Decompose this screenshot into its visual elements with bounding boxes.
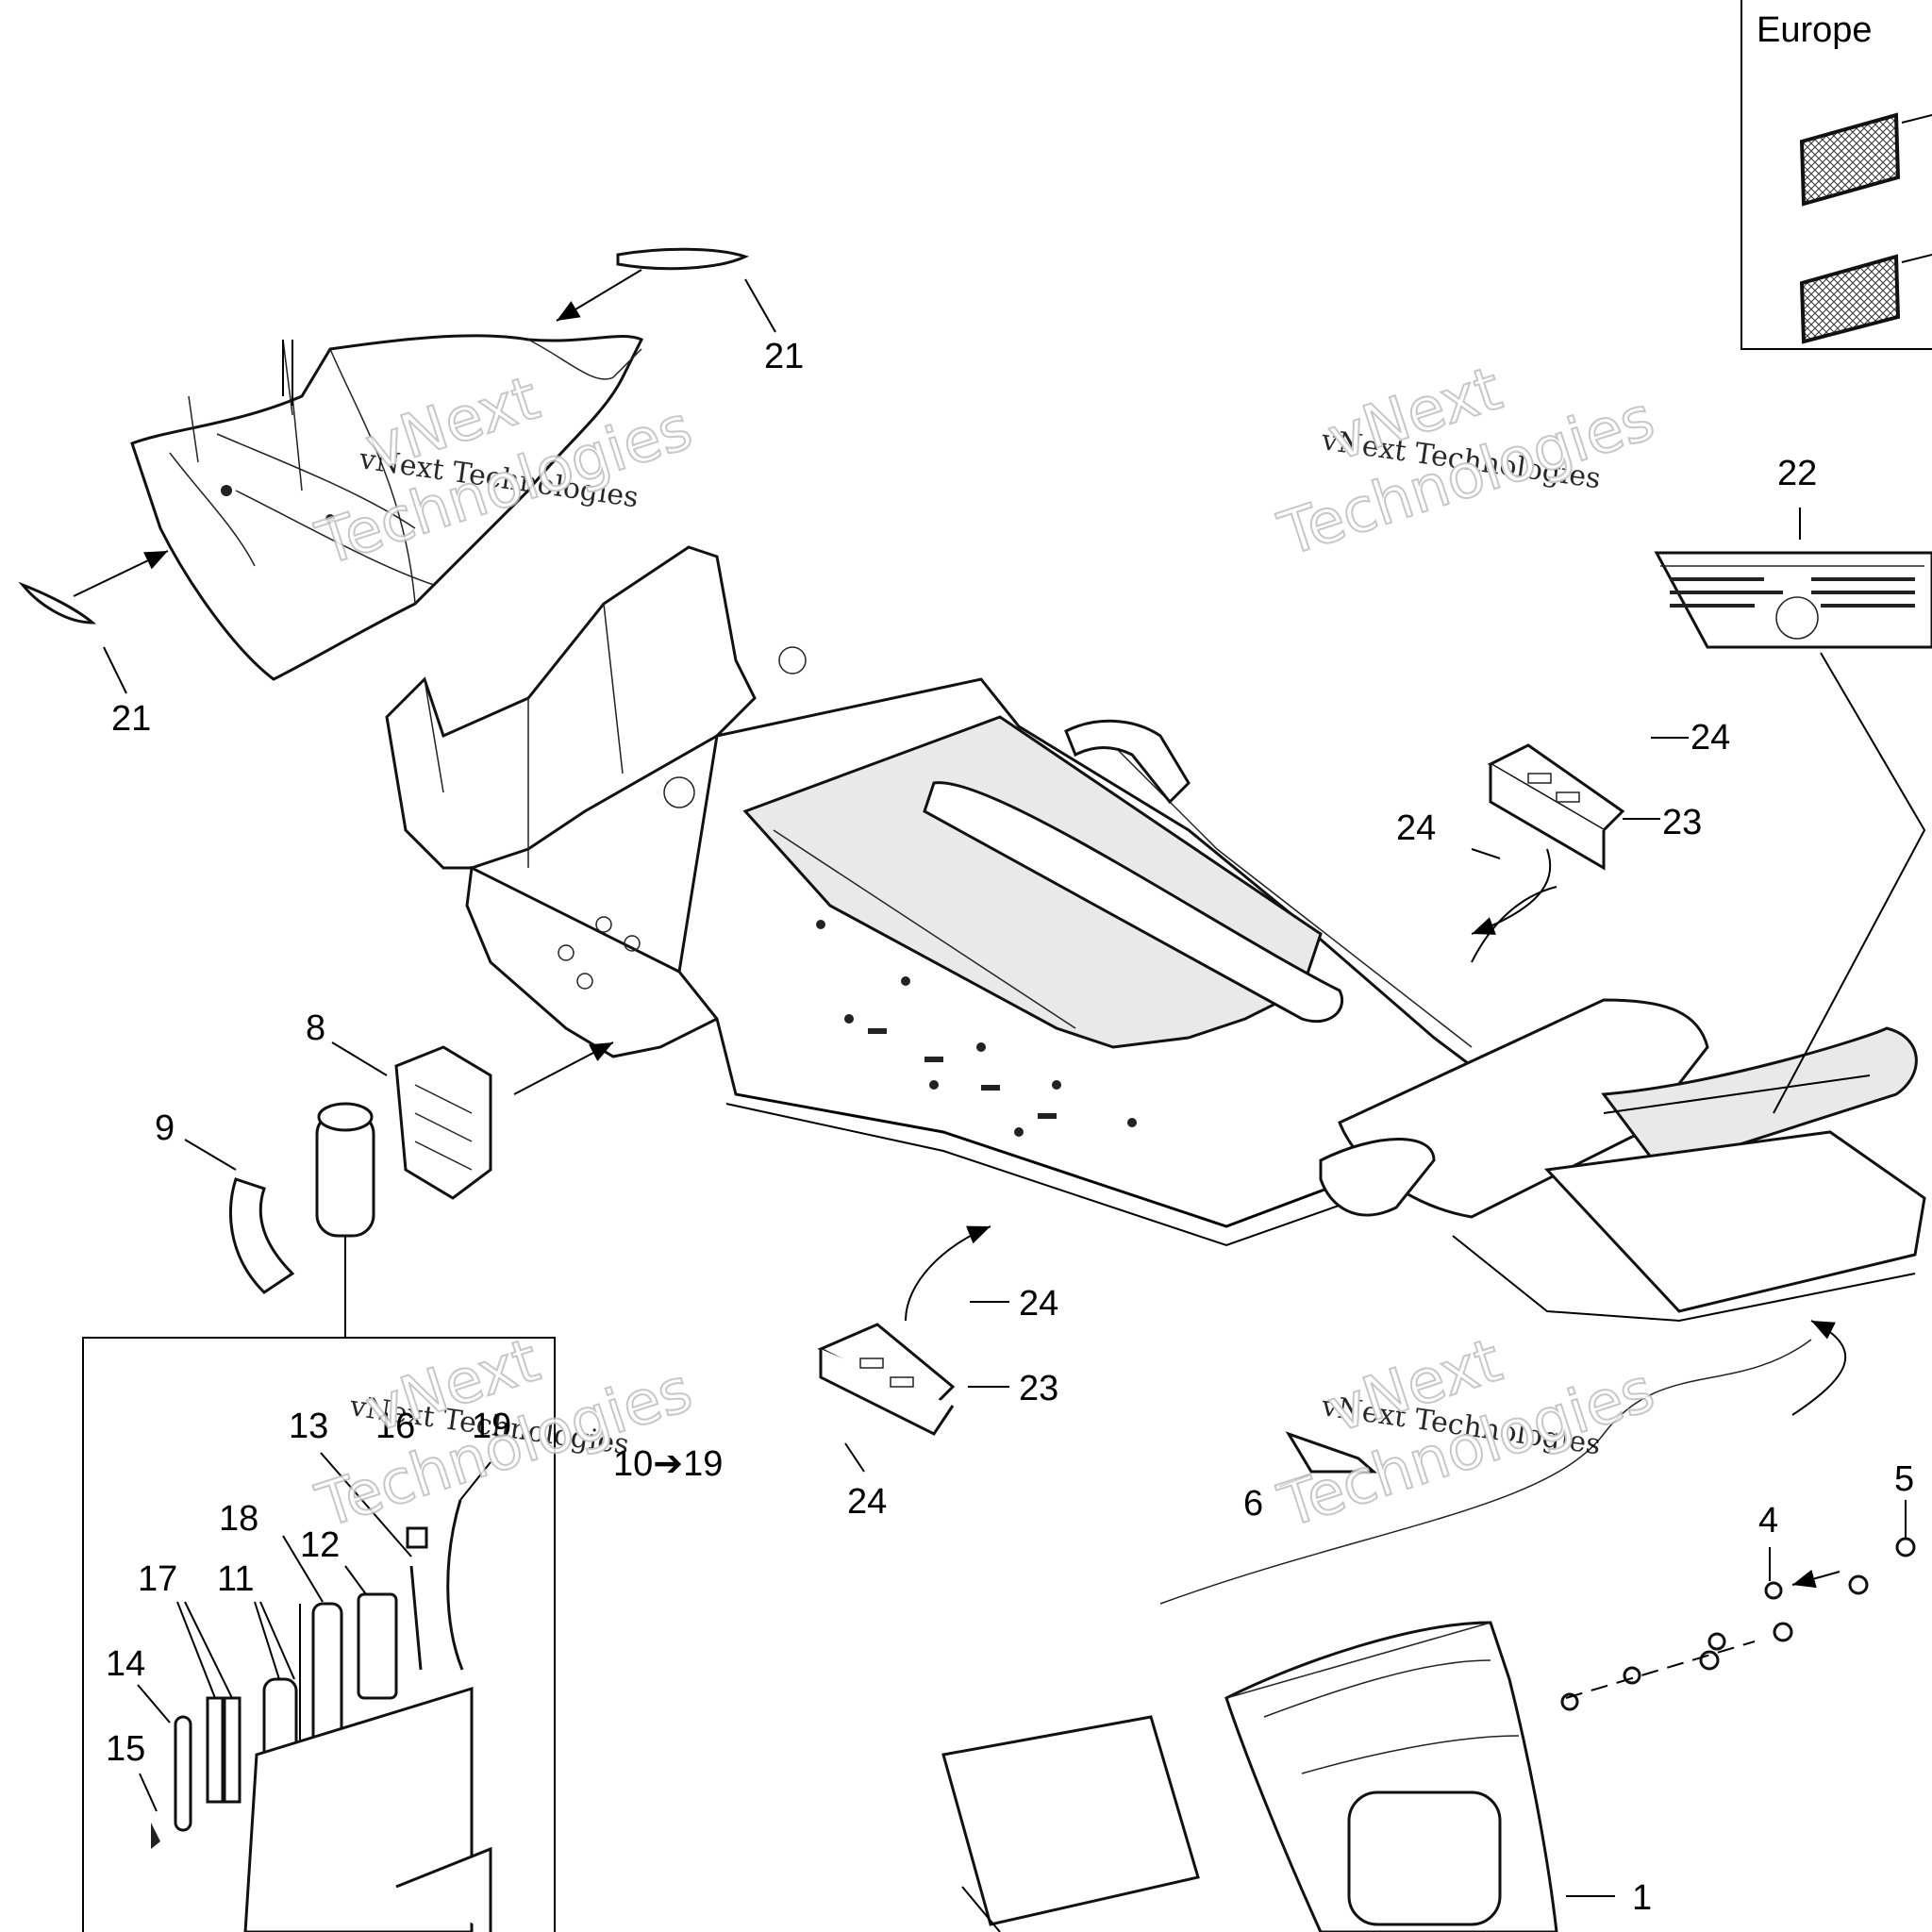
europe-mesh-decal-1 — [1799, 112, 1932, 207]
running-board-step-upper — [1471, 737, 1689, 935]
callout-1: 1 — [1632, 1878, 1652, 1918]
callout-22: 22 — [1777, 454, 1817, 493]
callout-21-top: 21 — [764, 337, 804, 376]
screwdriver-insert-2 — [223, 1696, 242, 1804]
fastener-set-part — [1159, 1320, 1916, 1711]
small-bracket-part — [1278, 1431, 1377, 1488]
windshield-seal-strip-top — [556, 247, 776, 333]
callout-24-d: 24 — [847, 1482, 887, 1522]
retaining-strap-part — [184, 1139, 295, 1294]
callout-5: 5 — [1894, 1459, 1914, 1499]
callout-18: 18 — [219, 1499, 258, 1539]
callout-17: 17 — [138, 1559, 177, 1599]
callout-19: 19 — [472, 1407, 511, 1446]
front-bumper-nose-part — [130, 334, 644, 681]
callout-8: 8 — [306, 1008, 325, 1048]
callout-24-c: 24 — [1019, 1284, 1058, 1324]
open-wrench — [409, 1565, 423, 1671]
callout-15: 15 — [106, 1729, 145, 1769]
callout-23-upper: 23 — [1662, 803, 1702, 842]
callout-13: 13 — [289, 1407, 328, 1446]
callout-11: 11 — [217, 1559, 254, 1599]
callout-6: 6 — [1243, 1484, 1263, 1524]
screwdriver-insert — [206, 1696, 225, 1804]
callout-24-a: 24 — [1690, 718, 1730, 758]
callout-4: 4 — [1758, 1501, 1778, 1541]
callout-14: 14 — [106, 1644, 145, 1684]
chassis-frame-part — [385, 545, 1926, 1323]
callout-23-lower: 23 — [1019, 1369, 1058, 1408]
callout-range-10-19: 10➔19 — [613, 1444, 723, 1484]
windshield-seal-strip-left — [18, 550, 169, 694]
europe-inset: Europe — [1740, 0, 1932, 350]
callout-21-left: 21 — [111, 699, 151, 739]
callout-24-b: 24 — [1396, 808, 1436, 848]
tool-tube-part — [315, 1102, 375, 1338]
callout-labels: 1 4 5 6 8 9 11 12 13 14 15 16 17 18 19 1… — [106, 337, 1914, 1918]
europe-label: Europe — [1757, 10, 1873, 50]
socket-wrench — [357, 1592, 398, 1700]
callout-9: 9 — [155, 1108, 175, 1148]
spanner — [446, 1499, 464, 1671]
europe-mesh-decal-2 — [1799, 254, 1932, 344]
warning-decal-part — [1654, 508, 1932, 1114]
tool-kit-inset — [82, 1337, 556, 1932]
rear-flap-hood-part — [1224, 1621, 1615, 1932]
license-plate-part — [941, 1715, 1200, 1932]
callout-12: 12 — [300, 1525, 340, 1565]
tool-bag-holder-part — [331, 1041, 492, 1200]
running-board-step-lower — [817, 1225, 1009, 1473]
tool-strip — [151, 1715, 192, 1849]
small-clip — [406, 1526, 428, 1549]
callout-16: 16 — [375, 1407, 415, 1446]
